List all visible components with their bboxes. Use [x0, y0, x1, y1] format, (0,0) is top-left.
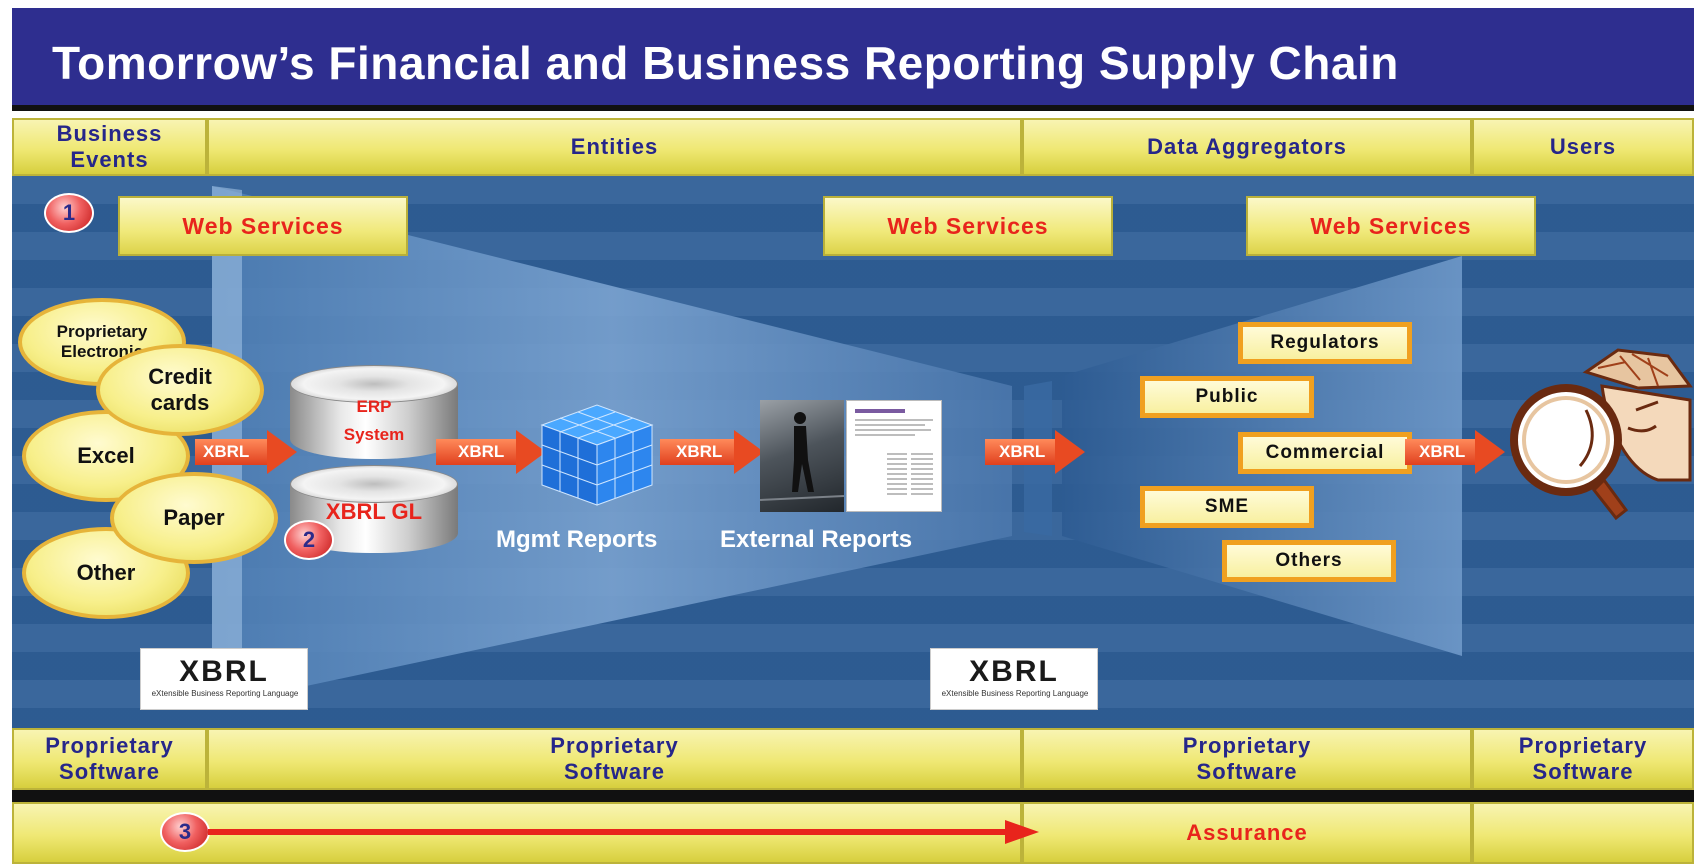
web-services-box-2: Web Services [823, 196, 1113, 256]
report-document-image [846, 400, 942, 512]
oval-paper: Paper [110, 472, 278, 564]
xbrl-arrow-label: XBRL [203, 442, 250, 461]
xbrl-arrow-2: XBRL [436, 430, 546, 474]
divider-bar [12, 790, 1694, 802]
footer-software-aggregators: Proprietary Software [1022, 728, 1472, 790]
box-others: Others [1222, 540, 1396, 582]
step-badge-3: 3 [160, 812, 210, 852]
xbrl-gl-label: XBRL GL [325, 499, 423, 524]
erp-label-line2: System [343, 425, 405, 444]
header-entities: Entities [207, 118, 1022, 176]
xbrl-arrow-1: XBRL [195, 430, 297, 474]
xbrl-logo-tagline: eXtensible Business Reporting Language [941, 689, 1089, 698]
footer-software-users: Proprietary Software [1472, 728, 1694, 790]
xbrl-logo-right: XBRL eXtensible Business Reporting Langu… [930, 648, 1098, 710]
data-cube-icon [540, 404, 654, 506]
title-bar [12, 8, 1694, 111]
xbrl-logo-wordmark: XBRL [969, 655, 1059, 688]
xbrl-arrow-label: XBRL [458, 442, 505, 461]
web-services-box-1: Web Services [118, 196, 408, 256]
erp-label-line1: ERP [356, 397, 392, 416]
xbrl-arrow-3: XBRL [660, 430, 764, 474]
box-commercial: Commercial [1238, 432, 1412, 474]
cylinder-top [290, 365, 458, 403]
footer-software-entities: Proprietary Software [207, 728, 1022, 790]
oval-credit-cards: Credit cards [96, 344, 264, 436]
header-business-events: Business Events [12, 118, 207, 176]
arrow-head [516, 430, 546, 474]
footer-software-business-events: Proprietary Software [12, 728, 207, 790]
arrow-head [1055, 430, 1085, 474]
assurance-row-right [1472, 802, 1694, 864]
box-sme: SME [1140, 486, 1314, 528]
assurance-arrow-head [1005, 820, 1039, 844]
xbrl-arrow-label: XBRL [1419, 442, 1466, 461]
box-public: Public [1140, 376, 1314, 418]
walking-man-icon [759, 412, 845, 501]
header-users: Users [1472, 118, 1694, 176]
external-reports-label: External Reports [720, 526, 913, 553]
assurance-arrow-line [208, 829, 1008, 835]
xbrl-logo-left: XBRL eXtensible Business Reporting Langu… [140, 648, 308, 710]
page-title: Tomorrow’s Financial and Business Report… [52, 37, 1399, 89]
arrow-body [195, 439, 269, 465]
xbrl-logo-wordmark: XBRL [179, 655, 269, 688]
web-services-box-3: Web Services [1246, 196, 1536, 256]
arrow-body [660, 439, 736, 465]
box-regulators: Regulators [1238, 322, 1412, 364]
detective-magnifier-icon [1510, 348, 1693, 521]
xbrl-arrow-label: XBRL [999, 442, 1046, 461]
cylinder-top [290, 465, 458, 503]
arrow-body [436, 439, 518, 465]
xbrl-logo-tagline: eXtensible Business Reporting Language [151, 689, 299, 698]
step-badge-1: 1 [44, 193, 94, 233]
arrow-head [734, 430, 764, 474]
header-data-aggregators: Data Aggregators [1022, 118, 1472, 176]
business-photo [759, 400, 845, 512]
step-badge-2: 2 [284, 520, 334, 560]
document-icon [855, 409, 933, 495]
assurance-box: Assurance [1022, 802, 1472, 864]
arrow-head [1475, 430, 1505, 474]
mgmt-reports-label: Mgmt Reports [496, 526, 658, 553]
xbrl-arrow-4: XBRL [985, 430, 1085, 474]
arrow-body [985, 439, 1057, 465]
xbrl-arrow-5: XBRL [1405, 430, 1505, 474]
erp-system-database: ERP System [290, 365, 458, 460]
arrow-body [1405, 439, 1477, 465]
xbrl-arrow-label: XBRL [676, 442, 723, 461]
